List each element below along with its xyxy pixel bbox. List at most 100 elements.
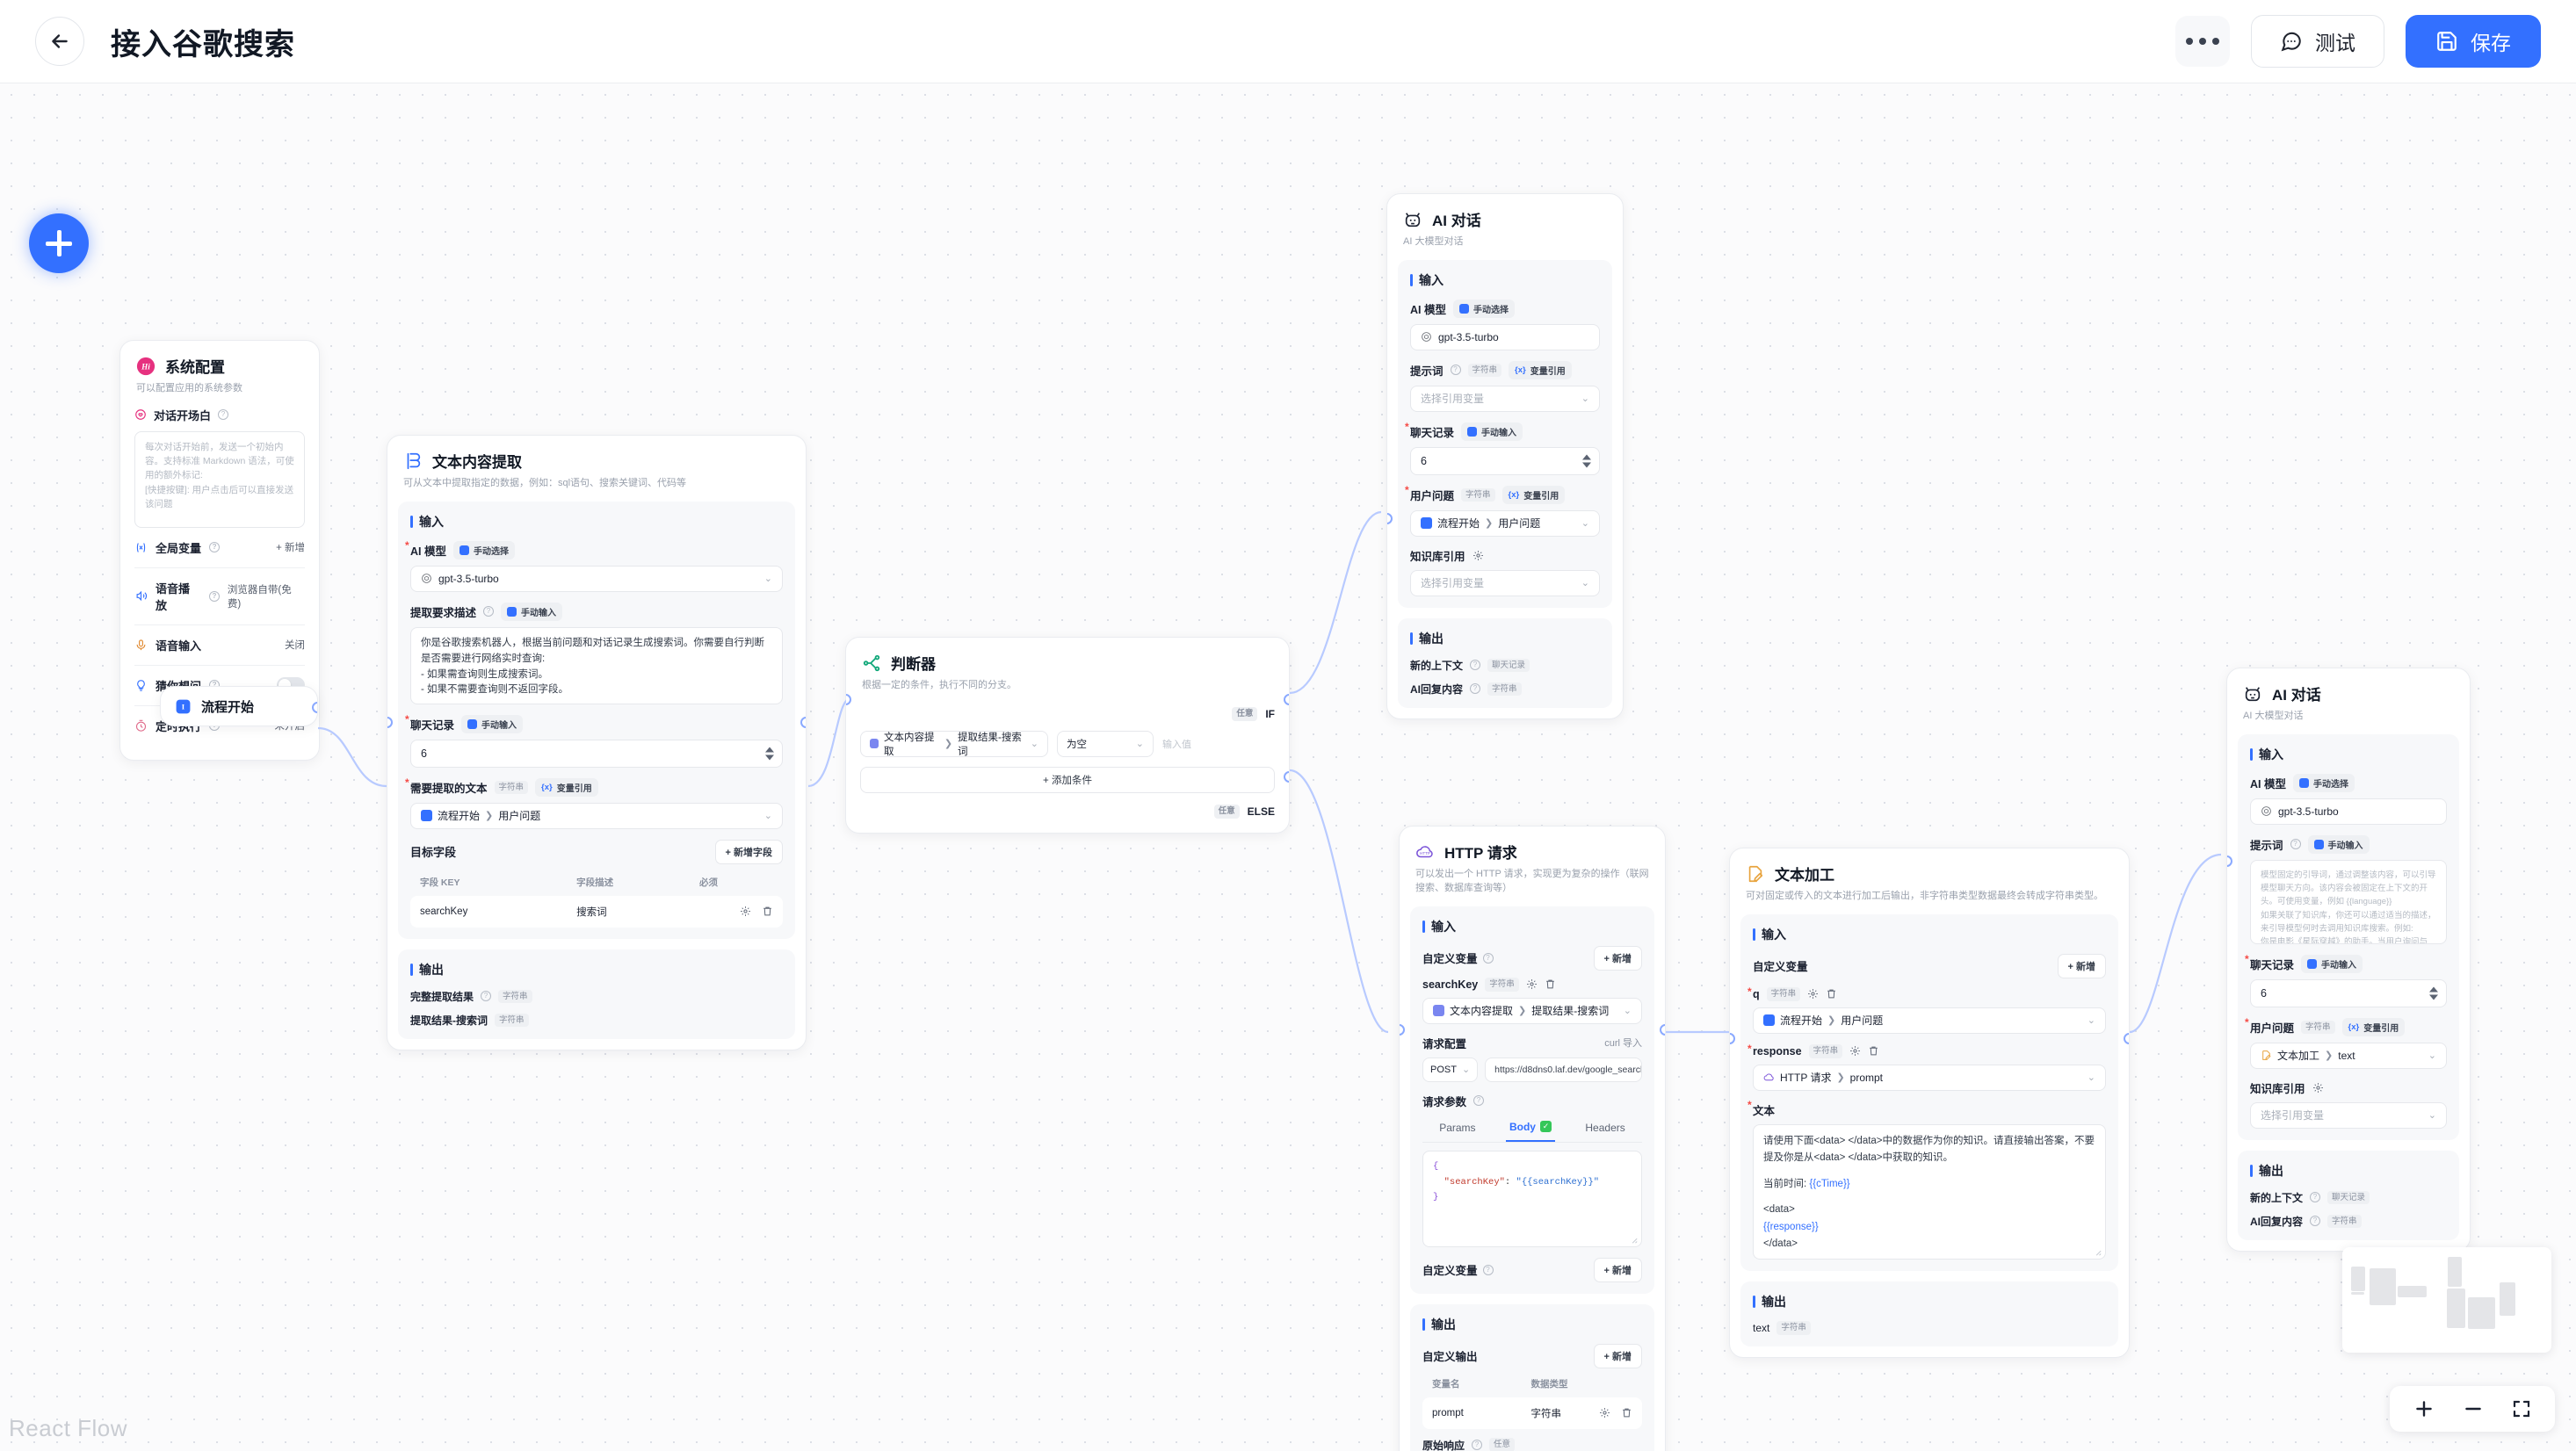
- chevron-down-icon[interactable]: ⌄: [1135, 739, 1144, 750]
- stepper-arrows[interactable]: [765, 747, 774, 761]
- chevron-down-icon[interactable]: ⌄: [2428, 1110, 2436, 1122]
- gear-icon[interactable]: [1526, 978, 1538, 990]
- node-judge[interactable]: 判断器 根据一定的条件，执行不同的分支。 任意 IF 文本内容提取 ❯ 提取结果…: [845, 637, 1290, 834]
- tab-params[interactable]: Params: [1439, 1121, 1476, 1134]
- help-icon[interactable]: ?: [218, 409, 229, 421]
- output-port[interactable]: [312, 702, 317, 713]
- zoom-out-button[interactable]: [2462, 1397, 2485, 1420]
- text-to-extract-select[interactable]: 流程开始 ❯ 用户问题 ⌄: [410, 802, 783, 829]
- config-row-value[interactable]: 关闭: [285, 640, 305, 652]
- table-row[interactable]: prompt 字符串: [1422, 1397, 1642, 1429]
- chevron-down-icon[interactable]: ⌄: [1030, 739, 1038, 750]
- stepper-up-icon[interactable]: [765, 747, 774, 753]
- help-icon[interactable]: ?: [1450, 365, 1461, 376]
- kb-ref-select[interactable]: 选择引用变量 ⌄: [2250, 1101, 2447, 1129]
- chat-history-stepper[interactable]: 6: [2250, 978, 2447, 1007]
- condition-variable-select[interactable]: 文本内容提取 ❯ 提取结果-搜索词 ⌄: [860, 730, 1048, 757]
- var-response-select[interactable]: HTTP 请求 ❯ prompt ⌄: [1753, 1064, 2106, 1091]
- manual-select-chip[interactable]: 手动选择: [2292, 773, 2355, 792]
- chevron-down-icon[interactable]: ⌄: [763, 811, 772, 822]
- input-port[interactable]: [387, 717, 393, 728]
- prompt-select[interactable]: 选择引用变量 ⌄: [1410, 385, 1600, 412]
- config-row-action[interactable]: + 新增: [276, 543, 305, 554]
- input-port[interactable]: [1400, 1024, 1405, 1036]
- help-icon[interactable]: ?: [2310, 1192, 2321, 1203]
- user-question-select[interactable]: 文本加工 ❯ text ⌄: [2250, 1042, 2447, 1069]
- node-ai-chat-1[interactable]: AI 对话 AI 大模型对话 输入 AI 模型 手动选择 gpt-3.5-tur…: [1386, 193, 1624, 719]
- help-icon[interactable]: ?: [1482, 1264, 1494, 1275]
- gear-icon[interactable]: [740, 906, 751, 917]
- input-port[interactable]: [1730, 1033, 1735, 1044]
- trash-icon[interactable]: [762, 906, 773, 917]
- if-output-port[interactable]: [1284, 694, 1289, 705]
- chevron-down-icon[interactable]: ⌄: [1581, 578, 1589, 589]
- stepper-down-icon[interactable]: [1582, 462, 1591, 468]
- trash-icon[interactable]: [1868, 1045, 1879, 1057]
- ai-model-select[interactable]: gpt-3.5-turbo: [1410, 323, 1600, 350]
- add-custom-var-button[interactable]: + 新增: [1593, 945, 1642, 971]
- var-ref-chip[interactable]: {x}变量引用: [2341, 1017, 2406, 1036]
- minimap[interactable]: [2342, 1247, 2551, 1353]
- manual-input-chip[interactable]: 手动输入: [2301, 954, 2363, 973]
- input-port[interactable]: [1387, 513, 1393, 524]
- node-flow-start[interactable]: I 流程开始: [160, 686, 318, 726]
- searchkey-var-select[interactable]: 文本内容提取 ❯ 提取结果-搜索词 ⌄: [1422, 997, 1642, 1024]
- tab-body[interactable]: Body ✓: [1505, 1115, 1555, 1142]
- config-row-voice-input[interactable]: 语音输入 关闭: [134, 625, 305, 666]
- chevron-down-icon[interactable]: ⌄: [1623, 1006, 1632, 1017]
- chevron-down-icon[interactable]: ⌄: [2087, 1072, 2095, 1084]
- manual-input-chip[interactable]: 手动输入: [461, 714, 524, 733]
- input-port[interactable]: [2227, 855, 2232, 867]
- help-icon[interactable]: ?: [481, 991, 492, 1002]
- more-options-button[interactable]: [2175, 16, 2230, 67]
- add-custom-var-button[interactable]: + 新增: [2057, 953, 2106, 978]
- flow-canvas[interactable]: React Flow Hi 系统配置 可以配置应用的系统参数: [0, 83, 2576, 1451]
- gear-icon[interactable]: [1473, 550, 1484, 561]
- stepper-up-icon[interactable]: [1582, 454, 1591, 460]
- stepper-up-icon[interactable]: [2429, 986, 2438, 993]
- stepper-down-icon[interactable]: [2429, 994, 2438, 1000]
- extract-desc-textarea[interactable]: 你是谷歌搜索机器人，根据当前问题和对话记录生成搜索词。你需要自行判断是否需要进行…: [410, 626, 783, 704]
- opener-textarea[interactable]: 每次对话开始前，发送一个初始内容。支持标准 Markdown 语法，可使用的额外…: [134, 430, 305, 528]
- zoom-in-button[interactable]: [2413, 1397, 2435, 1420]
- add-node-button[interactable]: [29, 213, 89, 273]
- add-condition-button[interactable]: + 添加条件: [860, 766, 1275, 793]
- help-icon[interactable]: ?: [2310, 1216, 2321, 1227]
- chevron-down-icon[interactable]: ⌄: [1461, 1065, 1471, 1076]
- manual-select-chip[interactable]: 手动选择: [1452, 299, 1515, 318]
- chat-history-stepper[interactable]: 6: [1410, 446, 1600, 475]
- request-body-editor[interactable]: { "searchKey": "{{searchKey}}" }: [1422, 1150, 1642, 1247]
- help-icon[interactable]: ?: [209, 542, 221, 553]
- add-custom-var-2-button[interactable]: + 新增: [1593, 1257, 1642, 1282]
- condition-operator-select[interactable]: 为空 ⌄: [1057, 730, 1154, 757]
- manual-input-chip[interactable]: 手动输入: [2307, 834, 2370, 854]
- chat-history-stepper[interactable]: 6: [410, 739, 783, 768]
- config-row-voice-play[interactable]: 语音播放 ? 浏览器自带(免费): [134, 568, 305, 625]
- condition-value-input[interactable]: 输入值: [1162, 739, 1191, 750]
- node-text-process[interactable]: 文本加工 可对固定或传入的文本进行加工后输出，非字符串类型数据最终会转成字符串类…: [1729, 848, 2130, 1358]
- node-http-request[interactable]: HTTP HTTP 请求 可以发出一个 HTTP 请求，实现更为复杂的操作（联网…: [1399, 826, 1666, 1451]
- help-icon[interactable]: ?: [1470, 683, 1481, 695]
- http-url-input[interactable]: https://d8dns0.laf.dev/google_search: [1485, 1057, 1642, 1082]
- gear-icon[interactable]: [2312, 1082, 2324, 1094]
- help-icon[interactable]: ?: [1482, 952, 1494, 964]
- help-icon[interactable]: ?: [1470, 660, 1481, 671]
- help-icon[interactable]: ?: [1472, 1440, 1483, 1451]
- help-icon[interactable]: ?: [483, 606, 495, 617]
- http-method-select[interactable]: POST ⌄: [1422, 1057, 1479, 1082]
- add-field-button[interactable]: + 新增字段: [714, 839, 783, 864]
- output-port[interactable]: [2124, 1033, 2129, 1044]
- chevron-down-icon[interactable]: ⌄: [763, 574, 772, 585]
- var-ref-chip[interactable]: {x}变量引用: [535, 777, 598, 797]
- prompt-textarea[interactable]: 模型固定的引导词，通过调整该内容，可以引导模型聊天方向。该内容会被固定在上下文的…: [2250, 859, 2447, 944]
- chevron-down-icon[interactable]: ⌄: [2428, 1050, 2436, 1062]
- save-button[interactable]: 保存: [2406, 15, 2541, 68]
- test-button[interactable]: 测试: [2251, 15, 2384, 68]
- manual-input-chip[interactable]: 手动输入: [501, 602, 563, 621]
- text-editor[interactable]: 请使用下面<data> </data>中的数据作为你的知识。请直接输出答案，不要…: [1753, 1123, 2106, 1260]
- fit-view-button[interactable]: [2511, 1398, 2532, 1419]
- trash-icon[interactable]: [1545, 978, 1556, 990]
- chevron-down-icon[interactable]: ⌄: [2087, 1015, 2095, 1027]
- help-icon[interactable]: ?: [1473, 1095, 1485, 1107]
- stepper-arrows[interactable]: [2429, 986, 2438, 1000]
